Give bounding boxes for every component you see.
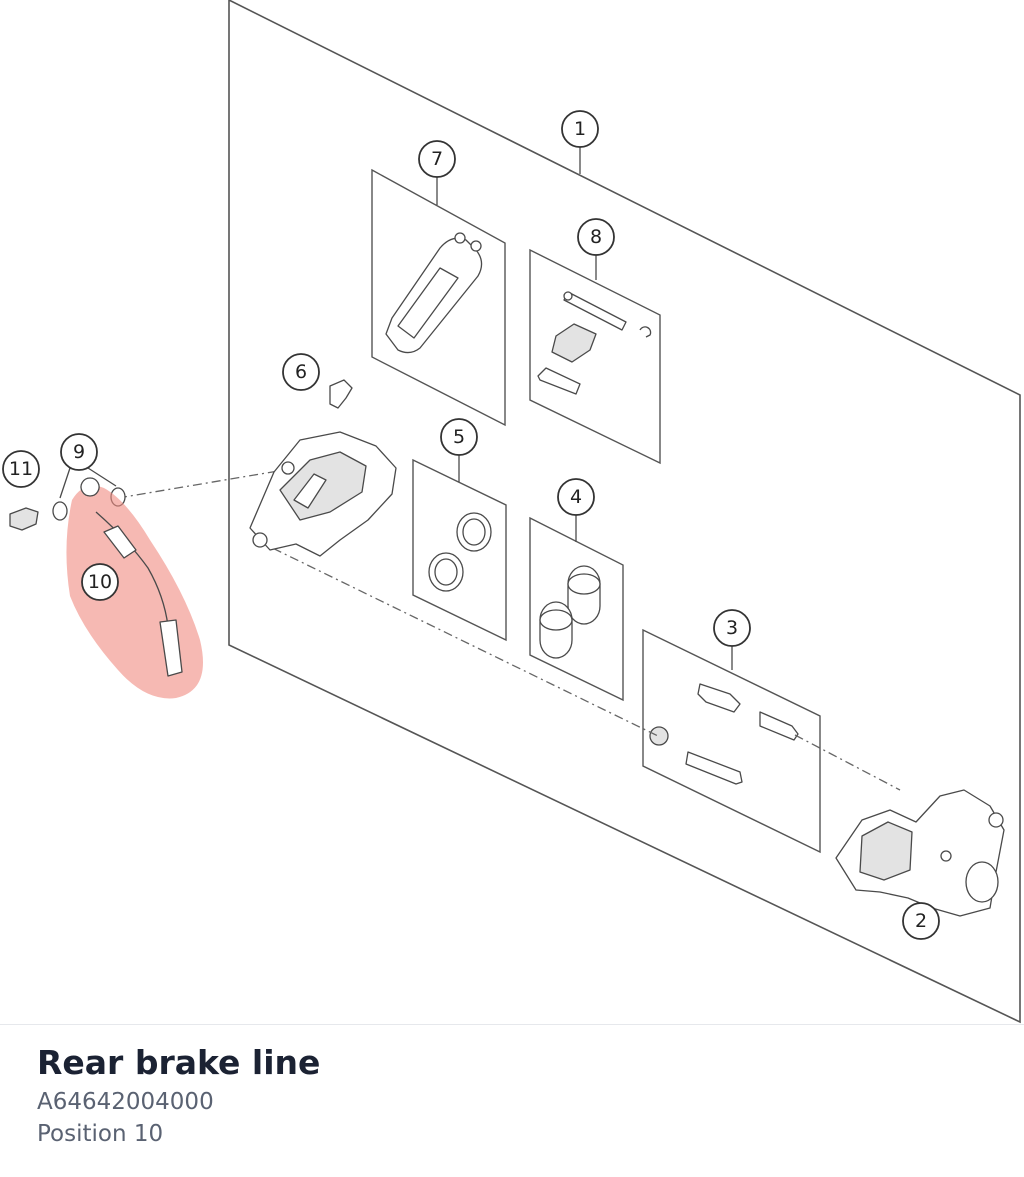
callout-label: 8 xyxy=(590,226,602,248)
exploded-parts-diagram: 1 2 3 4 5 6 7 8 xyxy=(2,0,1021,1024)
callout-label: 2 xyxy=(915,910,927,932)
callout-11[interactable]: 11 xyxy=(2,450,40,488)
leader-line xyxy=(59,467,71,499)
callout-4[interactable]: 4 xyxy=(557,478,595,516)
brake-line-sleeve xyxy=(103,525,137,559)
pad-hole xyxy=(454,232,466,244)
callout-6[interactable]: 6 xyxy=(282,353,320,391)
anti-rattle-part xyxy=(537,367,581,395)
piston-top xyxy=(567,573,601,595)
callout-circle xyxy=(282,353,320,391)
callout-label: 11 xyxy=(9,458,33,480)
caliper-hole xyxy=(252,532,268,548)
pin-head xyxy=(563,291,573,301)
bleeder-part xyxy=(697,683,741,713)
callout-3[interactable]: 3 xyxy=(713,609,751,647)
callout-10[interactable]: 10 xyxy=(81,563,119,601)
vent-screw-part xyxy=(329,379,353,409)
seal-ring-inner xyxy=(462,518,486,546)
washer-part xyxy=(52,501,68,521)
axis-line xyxy=(255,539,659,737)
part-info-panel: Rear brake line A64642004000 Position 10 xyxy=(37,1040,320,1150)
carrier-hole xyxy=(940,850,952,862)
callout-circle xyxy=(577,218,615,256)
carrier-hole xyxy=(965,861,999,903)
callout-label: 1 xyxy=(574,118,586,140)
callout-label: 5 xyxy=(453,426,465,448)
callout-label: 9 xyxy=(73,441,85,463)
callout-2[interactable]: 2 xyxy=(902,902,940,940)
callout-5[interactable]: 5 xyxy=(440,418,478,456)
clip-part xyxy=(639,326,652,338)
caliper-carrier-part xyxy=(835,789,1005,917)
carrier-face-part xyxy=(859,821,913,881)
callout-circle xyxy=(440,418,478,456)
callout-7[interactable]: 7 xyxy=(418,140,456,178)
seal-ring-inner xyxy=(434,558,458,586)
caliper-bridge-part xyxy=(293,473,327,509)
sub-panel-8 xyxy=(529,248,661,465)
callout-circle xyxy=(713,609,751,647)
piston-top xyxy=(539,609,573,631)
callout-circle xyxy=(902,902,940,940)
leader-line xyxy=(87,467,117,487)
callout-circle xyxy=(2,450,40,488)
part-number: A64642004000 xyxy=(37,1089,214,1115)
brake-line-part xyxy=(80,477,100,497)
callout-label: 10 xyxy=(88,571,112,593)
callout-label: 4 xyxy=(570,486,582,508)
guide-pin-part xyxy=(685,751,743,785)
bush-part xyxy=(649,726,669,746)
callout-8[interactable]: 8 xyxy=(577,218,615,256)
callout-9[interactable]: 9 xyxy=(60,433,98,471)
divider xyxy=(0,1024,1024,1025)
axis-line xyxy=(794,734,901,791)
part-position: Position 10 xyxy=(37,1121,164,1147)
callout-circle xyxy=(418,140,456,178)
diagram-canvas: 1 2 3 4 5 6 7 8 xyxy=(2,0,1021,1024)
callout-label: 3 xyxy=(726,617,738,639)
brake-line-fitting xyxy=(159,619,183,677)
axis-line xyxy=(117,470,279,499)
sub-panel-3 xyxy=(642,628,821,854)
callout-label: 6 xyxy=(295,361,307,383)
banjo-bolt-part xyxy=(9,507,39,531)
caliper-hole xyxy=(281,461,295,475)
callout-circle xyxy=(81,563,119,601)
guide-bolt-part xyxy=(759,711,799,741)
callout-label: 7 xyxy=(431,148,443,170)
callout-1[interactable]: 1 xyxy=(561,110,599,148)
part-name: Rear brake line xyxy=(37,1043,321,1082)
callout-circle xyxy=(557,478,595,516)
pad-spring-part xyxy=(551,323,597,363)
callout-circle xyxy=(60,433,98,471)
pad-hole xyxy=(470,240,482,252)
brake-pad-inner xyxy=(397,267,459,339)
callout-circle xyxy=(561,110,599,148)
sub-panel-5 xyxy=(412,458,507,642)
carrier-hole xyxy=(988,812,1004,828)
